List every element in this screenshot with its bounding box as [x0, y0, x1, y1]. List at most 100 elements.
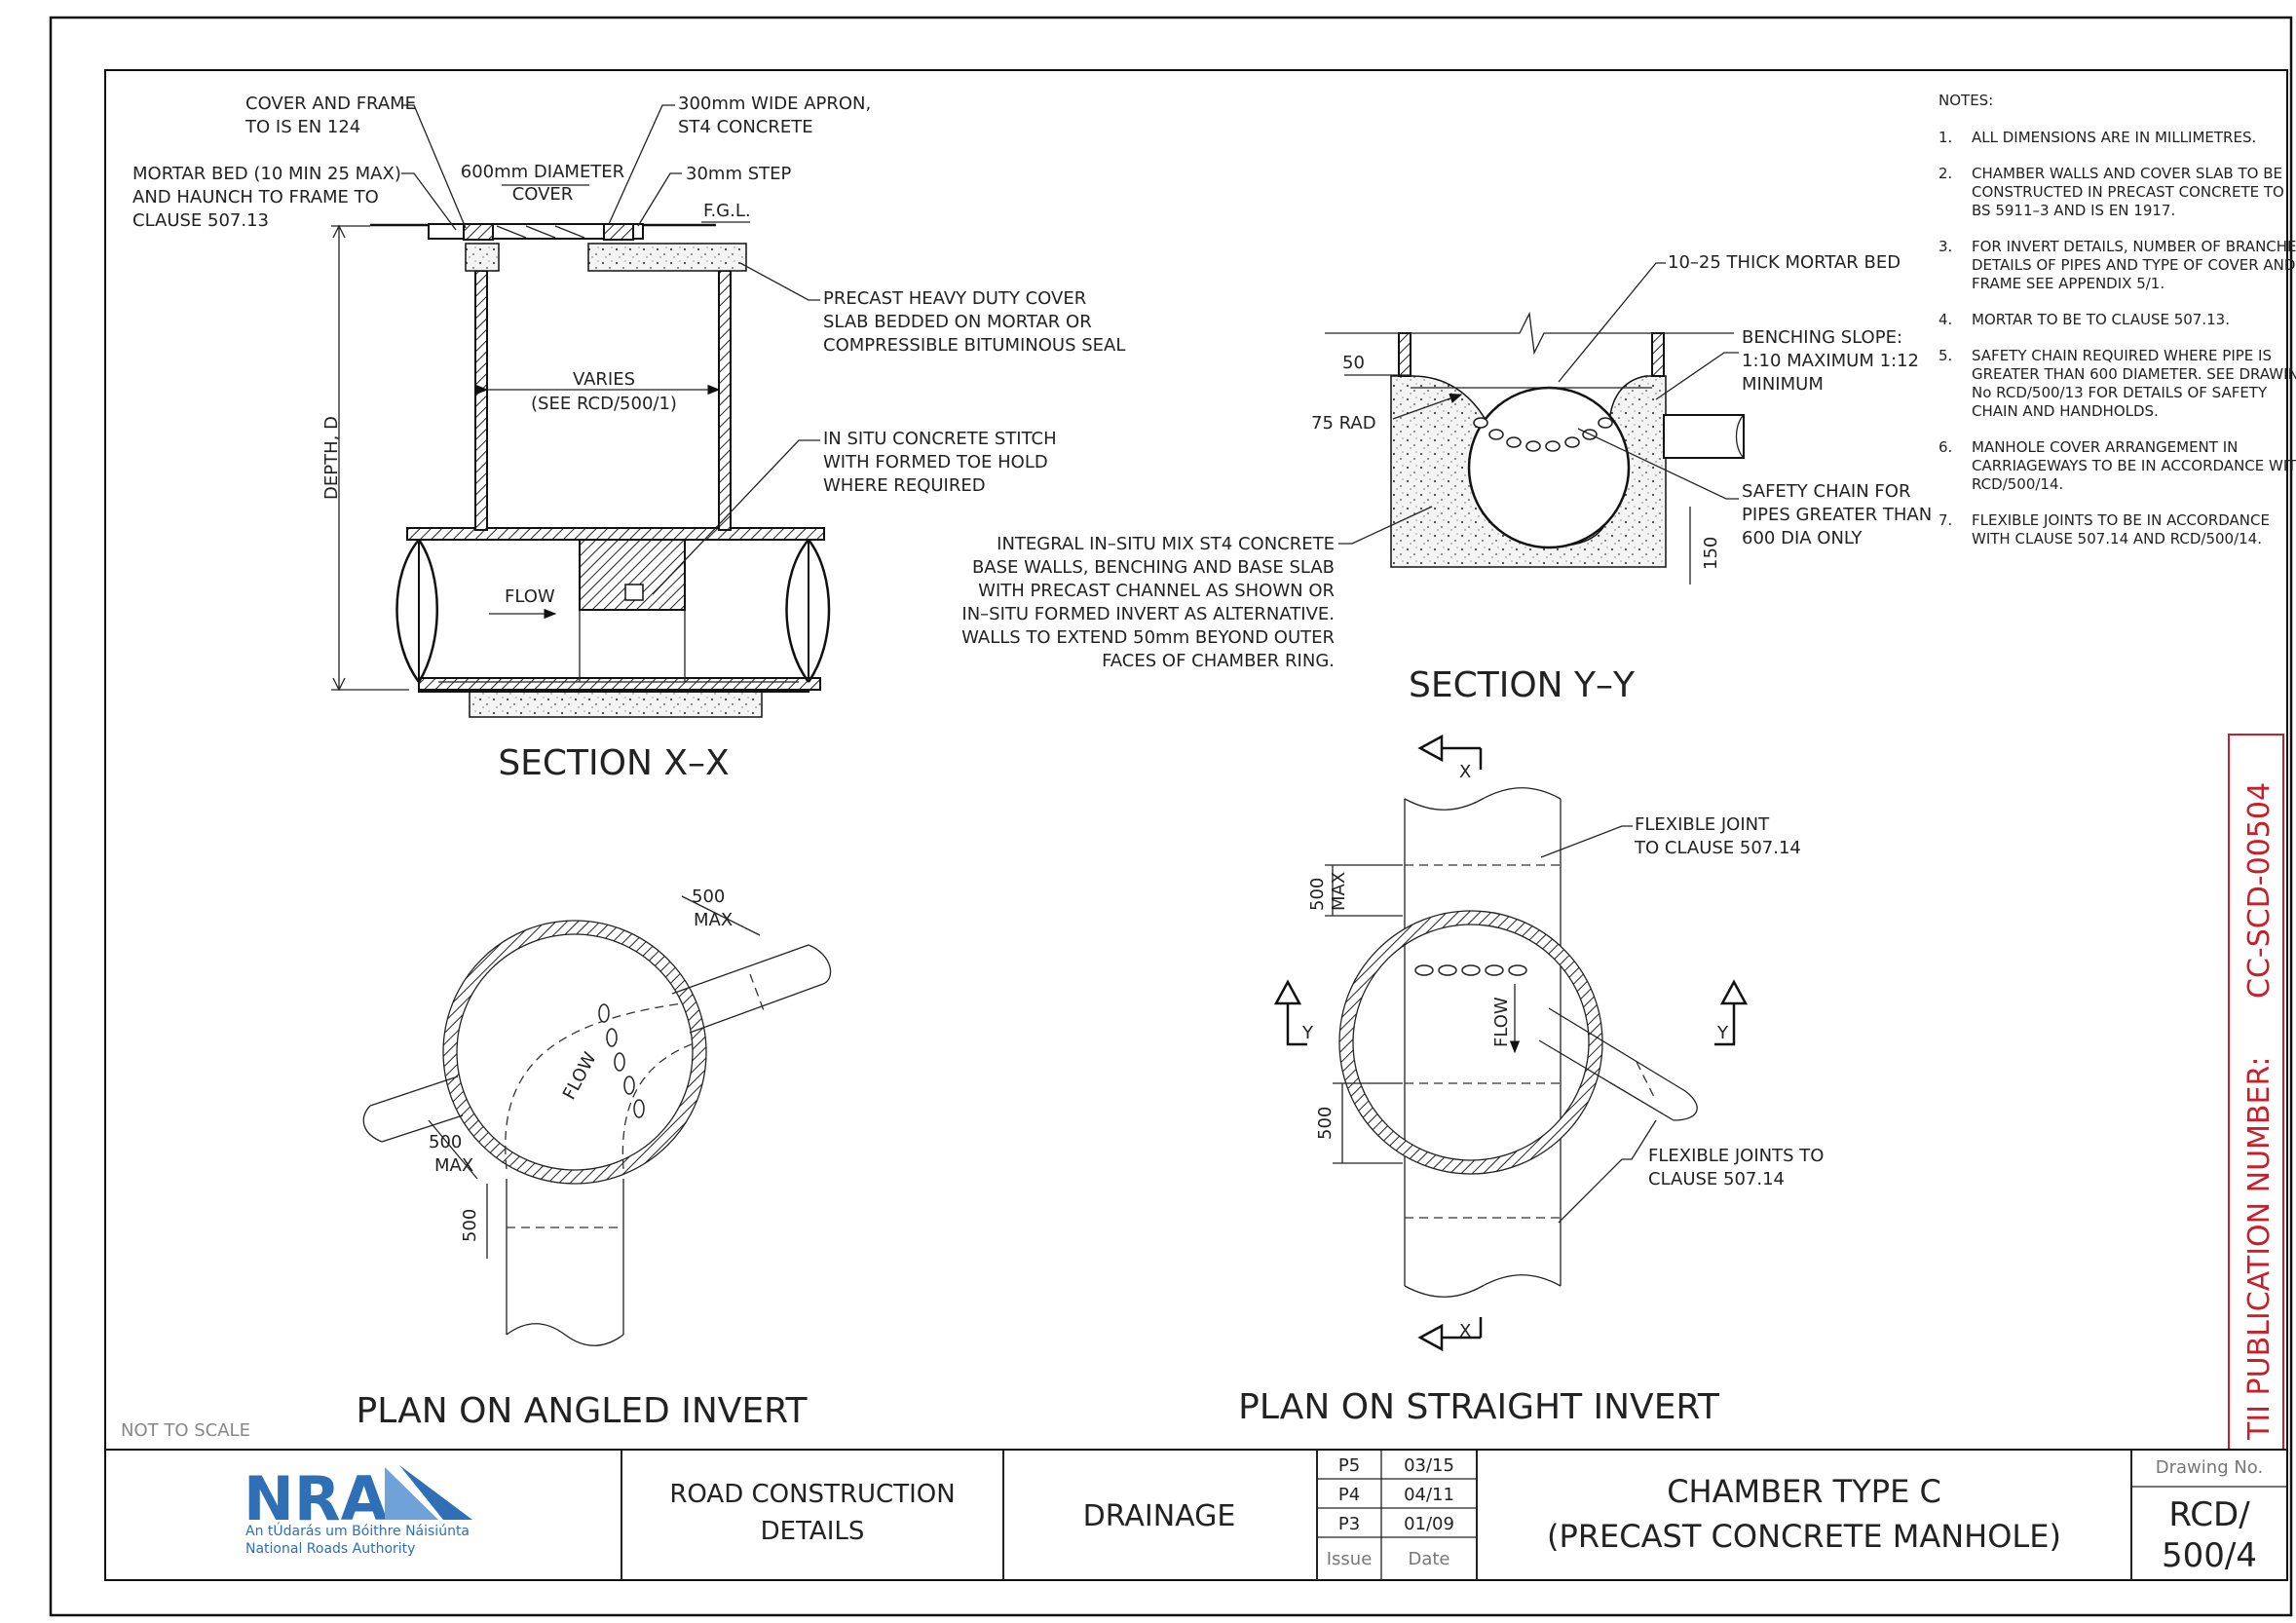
- plan-angled-title: PLAN ON ANGLED INVERT: [356, 1391, 808, 1431]
- note-line: BS 5911–3 AND IS EN 1917.: [1972, 202, 2175, 219]
- drawing-no-2: 500/4: [2162, 1536, 2257, 1575]
- rev-date: 03/15: [1404, 1455, 1454, 1476]
- nra-logo: NRA An tÚdarás um Bóithre Náisiúnta Nati…: [244, 1463, 472, 1557]
- section-y-marker-right: Y: [1716, 1023, 1729, 1043]
- rev-issue: P3: [1338, 1514, 1360, 1534]
- angled-dim-500-left: 500: [429, 1132, 462, 1152]
- stitch-label-1: IN SITU CONCRETE STITCH: [823, 429, 1057, 449]
- apron-label-2: ST4 CONCRETE: [678, 117, 813, 137]
- note-number: 2.: [1938, 165, 1952, 182]
- note-line: CHAMBER WALLS AND COVER SLAB TO BE: [1972, 165, 2282, 182]
- note-line: CONSTRUCTED IN PRECAST CONCRETE TO: [1972, 183, 2284, 201]
- rev-header-date: Date: [1408, 1549, 1449, 1569]
- flexible-joints-label-2: CLAUSE 507.14: [1648, 1169, 1785, 1189]
- integral-label-5: WALLS TO EXTEND 50mm BEYOND OUTER: [961, 627, 1335, 648]
- straight-max-top: MAX: [1329, 872, 1349, 911]
- xx-cover-slab-left: [465, 243, 500, 272]
- benching-label-2: 1:10 MAXIMUM 1:12: [1742, 351, 1919, 371]
- publication-number: CC-SCD-00504: [2242, 782, 2277, 999]
- benching-label-3: MINIMUM: [1742, 374, 1824, 395]
- varies-label-1: VARIES: [573, 369, 635, 390]
- drawing-no-1: RCD/: [2168, 1495, 2250, 1534]
- cover-frame-label-1: COVER AND FRAME: [245, 94, 416, 114]
- note-line: FOR INVERT DETAILS, NUMBER OF BRANCHES,: [1972, 238, 2296, 255]
- step-label: 30mm STEP: [686, 164, 791, 184]
- xx-cover-slab-right: [587, 243, 747, 272]
- note-line: No RCD/500/13 FOR DETAILS OF SAFETY: [1972, 384, 2268, 401]
- dim-50-label: 50: [1342, 353, 1365, 373]
- rev-header-issue: Issue: [1327, 1549, 1373, 1569]
- yy-safety-chain: [1473, 417, 1613, 452]
- xx-chamber-wall-left: [474, 270, 488, 531]
- section-name: DRAINAGE: [1083, 1499, 1236, 1533]
- integral-label-2: BASE WALLS, BENCHING AND BASE SLAB: [972, 557, 1335, 578]
- rev-issue: P4: [1338, 1485, 1360, 1505]
- note-number: 5.: [1938, 347, 1952, 364]
- plan-angled-invert: FLOW 500 MAX 500 MAX 500 PLAN ON ANGLED …: [356, 887, 832, 1431]
- flexible-joint-label-2: TO CLAUSE 507.14: [1634, 838, 1801, 858]
- note-line: FRAME SEE APPENDIX 5/1.: [1972, 275, 2164, 292]
- mortar-bed-label-2: AND HAUNCH TO FRAME TO: [132, 187, 379, 208]
- integral-label-6: FACES OF CHAMBER RING.: [1102, 651, 1335, 671]
- xx-chamber-wall-right: [718, 270, 732, 531]
- flexible-joints-label-1: FLEXIBLE JOINTS TO: [1648, 1146, 1824, 1166]
- angled-flow-label: FLOW: [559, 1049, 601, 1104]
- angled-dim-500-top: 500: [692, 887, 725, 907]
- section-yy-title: SECTION Y–Y: [1409, 665, 1636, 705]
- section-xx-title: SECTION X–X: [498, 743, 729, 783]
- varies-label-2: (SEE RCD/500/1): [531, 394, 677, 414]
- note-line: DETAILS OF PIPES AND TYPE OF COVER AND: [1972, 256, 2295, 274]
- section-y-marker-left: Y: [1301, 1023, 1314, 1043]
- angled-max-left: MAX: [434, 1155, 473, 1176]
- logo-text: NRA: [244, 1463, 388, 1534]
- angled-max-top: MAX: [694, 910, 733, 930]
- safety-chain-label-3: 600 DIA ONLY: [1742, 528, 1863, 548]
- rev-issue: P5: [1338, 1455, 1360, 1476]
- note-number: 1.: [1938, 129, 1952, 146]
- note-number: 6.: [1938, 438, 1952, 456]
- stitch-label-3: WHERE REQUIRED: [823, 475, 986, 496]
- dim-150-label: 150: [1701, 537, 1721, 570]
- safety-chain-label-2: PIPES GREATER THAN: [1742, 505, 1932, 525]
- note-line: ALL DIMENSIONS ARE IN MILLIMETRES.: [1972, 129, 2256, 146]
- mortar-bed-yy-label: 10–25 THICK MORTAR BED: [1668, 252, 1901, 273]
- section-yy: 50 75 RAD 150 10–25 THICK MORTAR BED BEN…: [961, 252, 1932, 705]
- plan-straight-title: PLAN ON STRAIGHT INVERT: [1238, 1387, 1720, 1427]
- note-line: WITH CLAUSE 507.14 AND RCD/500/14.: [1972, 530, 2262, 547]
- apron-label-1: 300mm WIDE APRON,: [678, 94, 871, 114]
- integral-label-1: INTEGRAL IN–SITU MIX ST4 CONCRETE: [997, 534, 1335, 554]
- cover-frame-label-2: TO IS EN 124: [245, 117, 360, 137]
- angled-dim-500-bottom: 500: [460, 1209, 480, 1242]
- note-number: 7.: [1938, 511, 1952, 529]
- note-line: SAFETY CHAIN REQUIRED WHERE PIPE IS: [1972, 347, 2272, 364]
- flexible-joint-label-1: FLEXIBLE JOINT: [1635, 814, 1770, 835]
- section-xx: DEPTH, D VARIES (SEE RCD/500/1) FLOW COV…: [132, 94, 1125, 783]
- notes-heading: NOTES:: [1938, 92, 1993, 109]
- logo-irish-text: An tÚdarás um Bóithre Náisiúnta: [245, 1522, 470, 1539]
- note-line: FLEXIBLE JOINTS TO BE IN ACCORDANCE: [1972, 511, 2270, 529]
- rad-75-label: 75 RAD: [1311, 413, 1376, 434]
- inner-border: [104, 69, 2288, 1581]
- cover-diameter-label-2: COVER: [512, 184, 574, 205]
- publication-label: TII PUBLICATION NUMBER:: [2242, 1056, 2277, 1441]
- yy-pipe: [1467, 386, 1631, 549]
- outer-border: [49, 16, 2293, 1617]
- integral-label-3: WITH PRECAST CHANNEL AS SHOWN OR: [978, 581, 1335, 601]
- safety-chain-label-1: SAFETY CHAIN FOR: [1742, 481, 1910, 502]
- note-line: MANHOLE COVER ARRANGEMENT IN: [1972, 438, 2238, 456]
- mortar-bed-label-1: MORTAR BED (10 MIN 25 MAX): [132, 164, 401, 184]
- precast-slab-label-3: COMPRESSIBLE BITUMINOUS SEAL: [823, 335, 1125, 356]
- title-block: NRA An tÚdarás um Bóithre Náisiúnta Nati…: [104, 1449, 2288, 1581]
- fgl-label: F.G.L.: [703, 201, 751, 221]
- note-line: MORTAR TO BE TO CLAUSE 507.13.: [1972, 311, 2230, 328]
- logo-english-text: National Roads Authority: [245, 1541, 415, 1557]
- series-line-1: ROAD CONSTRUCTION: [669, 1480, 955, 1509]
- stitch-label-2: WITH FORMED TOE HOLD: [823, 452, 1048, 472]
- xx-flow-label: FLOW: [505, 586, 555, 607]
- precast-slab-label-2: SLAB BEDDED ON MORTAR OR: [823, 312, 1092, 332]
- angled-chamber-ring: [443, 921, 706, 1184]
- drawing-title-2: (PRECAST CONCRETE MANHOLE): [1547, 1518, 2061, 1555]
- straight-chamber-ring: [1339, 911, 1602, 1174]
- straight-dim-500-top: 500: [1307, 878, 1328, 911]
